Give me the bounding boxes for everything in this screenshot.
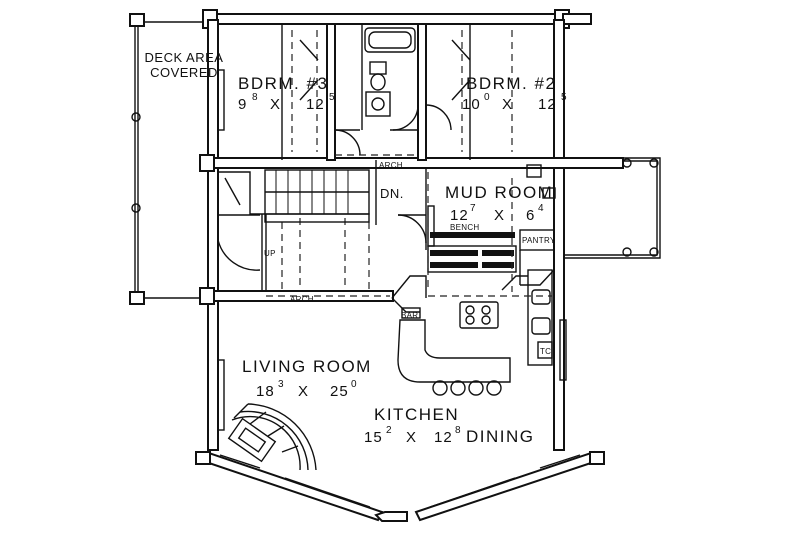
bedroom2-name: BDRM. #2 [466,74,556,93]
stairs-down-label: DN. [380,186,404,201]
room-labels: DECK AREA COVERED BDRM. #3 9 8 X 12 5 BD… [145,50,567,446]
dining-name: DINING [466,427,535,446]
mud-room-length-ft: 6 [526,207,535,224]
bedroom3-length-ft: 12 [306,96,325,113]
deck-label-line2: COVERED [150,65,218,80]
exterior-walls [195,9,624,522]
kitchen-length-in: 8 [455,425,461,436]
bedroom2-width-in: 0 [484,92,490,103]
interior-walls [281,23,513,250]
mud-room-width-in: 7 [470,203,476,214]
kitchen-length-ft: 12 [434,429,453,446]
bedroom2-length-in: 5 [561,92,567,103]
bedroom3-x: X [270,96,281,113]
side-deck [560,157,661,259]
bar-label: BAR [401,311,418,320]
bedroom3-name: BDRM. #3 [238,74,328,93]
living-room-width-in: 3 [278,379,284,390]
mud-room-length-in: 4 [538,203,544,214]
bench-label: BENCH [450,223,480,232]
kitchen-name: KITCHEN [374,405,459,424]
stairs-up-label: UP [264,249,276,258]
fireplace [227,403,317,471]
tc-label: TC [540,347,551,356]
covered-deck [129,13,210,305]
kitchen-x: X [406,429,417,446]
living-room-length-ft: 25 [330,383,349,400]
bedroom3-width-in: 8 [252,92,258,103]
bedroom2-width-ft: 10 [462,96,481,113]
pantry-label: PANTRY [522,236,556,245]
kitchen-width-ft: 15 [364,429,383,446]
arch-label-upper: ARCH [379,161,403,170]
kitchen-area [266,172,553,396]
living-room-width-ft: 18 [256,383,275,400]
bedroom3-length-in: 5 [329,92,335,103]
mud-room-width-ft: 12 [450,207,469,224]
mud-room-x: X [494,207,505,224]
deck-label-line1: DECK AREA [145,50,224,65]
kitchen-width-in: 2 [386,425,392,436]
living-room-name: LIVING ROOM [242,357,372,376]
mud-room-name: MUD ROOM [445,183,553,202]
living-room-length-in: 0 [351,379,357,390]
staircase [217,169,370,292]
living-room-x: X [298,383,309,400]
mud-room-area [397,164,556,286]
bedroom2-x: X [502,96,513,113]
bedroom2-length-ft: 12 [538,96,557,113]
arch-label-lower: ARCH [290,295,314,304]
bedroom3-width-ft: 9 [238,96,247,113]
